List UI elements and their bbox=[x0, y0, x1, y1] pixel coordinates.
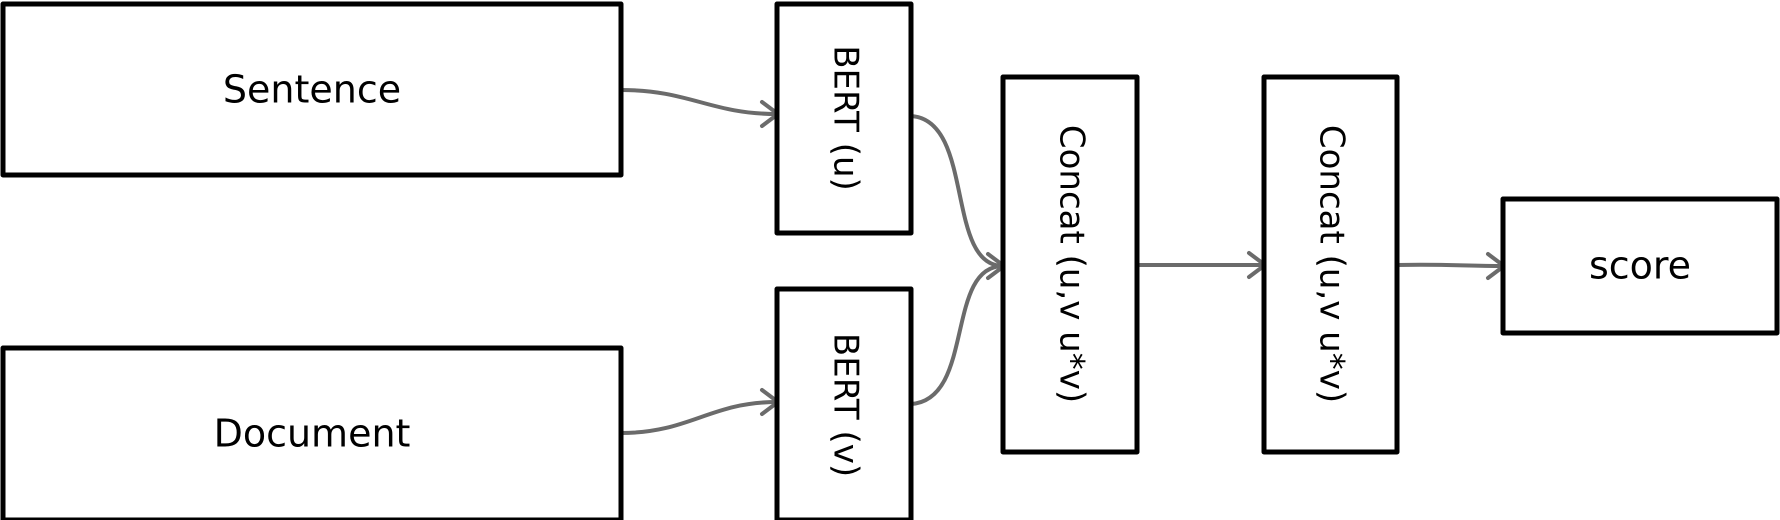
score-node: score bbox=[1500, 196, 1780, 336]
edge-sentence-to-bert-u bbox=[619, 88, 779, 116]
bert-v-label: BERT (v) bbox=[826, 333, 866, 477]
score-label: score bbox=[1589, 244, 1691, 288]
bert-v-node: BERT (v) bbox=[774, 286, 914, 520]
edge-document-to-bert-v bbox=[619, 400, 779, 435]
concat-2-node: Concat (u,v u*v) bbox=[1261, 74, 1400, 455]
concat-2-label: Concat (u,v u*v) bbox=[1312, 125, 1352, 403]
document-label: Document bbox=[214, 412, 411, 456]
edge-bert-u-to-concat-1 bbox=[909, 114, 1005, 268]
concat-1-node: Concat (u,v u*v) bbox=[1000, 74, 1140, 455]
bert-u-label: BERT (u) bbox=[826, 45, 866, 191]
sentence-label: Sentence bbox=[223, 68, 401, 112]
bert-u-node: BERT (u) bbox=[774, 1, 914, 236]
edge-bert-v-to-concat-1 bbox=[909, 264, 1005, 406]
edge-concat-2-to-score bbox=[1395, 262, 1505, 268]
sentence-node: Sentence bbox=[0, 1, 624, 178]
edges bbox=[619, 88, 1506, 435]
concat-1-label: Concat (u,v u*v) bbox=[1052, 125, 1092, 403]
document-node: Document bbox=[0, 345, 624, 520]
